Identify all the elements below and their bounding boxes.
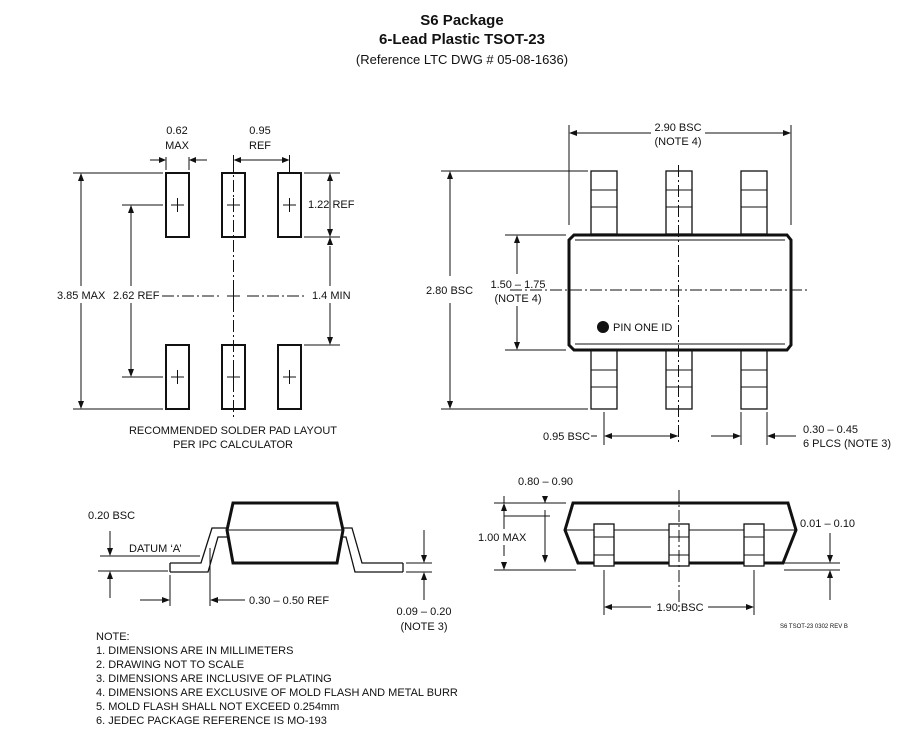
end-view: 0.80 – 0.90 1.00 MAX 0.01 – 0.10 1.90 BS…: [476, 476, 855, 630]
pad-layout-caption-line1: RECOMMENDED SOLDER PAD LAYOUT: [129, 425, 337, 437]
inner-span-label: 2.62 REF: [113, 290, 160, 302]
total-width-label: 2.80 BSC: [426, 285, 473, 297]
package-body-top: [567, 233, 793, 352]
pad-width-qualifier: MAX: [165, 140, 190, 152]
pad-length-label: 1.22 REF: [308, 199, 355, 211]
datum-offset-label: 0.20 BSC: [88, 510, 135, 522]
body-width-value: 1.50 – 1.75: [490, 279, 545, 291]
pin-one-label: PIN ONE ID: [613, 322, 672, 334]
lead-pitch-label: 0.95 BSC: [543, 431, 590, 443]
pad-layout-caption-line2: PER IPC CALCULATOR: [173, 439, 293, 451]
datum-label: DATUM ‘A’: [129, 543, 182, 555]
body-height-label: 0.80 – 0.90: [518, 476, 573, 488]
note-item: 1. DIMENSIONS ARE IN MILLIMETERS: [96, 645, 293, 657]
note-item: 5. MOLD FLASH SHALL NOT EXCEED 0.254mm: [96, 701, 339, 713]
lead-width-value: 0.30 – 0.45: [803, 424, 858, 436]
note-item: 4. DIMENSIONS ARE EXCLUSIVE OF MOLD FLAS…: [96, 687, 458, 699]
notes-heading: NOTE:: [96, 631, 130, 643]
pad-pitch-value: 0.95: [249, 125, 270, 137]
pad-gap-label: 1.4 MIN: [312, 290, 351, 302]
note-item: 3. DIMENSIONS ARE INCLUSIVE OF PLATING: [96, 673, 332, 685]
solder-pad-layout: 0.62 MAX 0.95 REF 1.22 REF 1.4 MIN 3.85 …: [56, 125, 355, 451]
solder-pads: [165, 160, 302, 420]
body-width-note: (NOTE 4): [494, 293, 541, 305]
note-item: 2. DRAWING NOT TO SCALE: [96, 659, 244, 671]
package-title: S6 Package: [420, 12, 503, 29]
overall-length-label: 3.85 MAX: [57, 290, 106, 302]
pad-pitch-qualifier: REF: [249, 140, 271, 152]
package-length-note: (NOTE 4): [654, 136, 701, 148]
max-height-label: 1.00 MAX: [478, 532, 527, 544]
package-length-value: 2.90 BSC: [654, 122, 701, 134]
lead-thickness-note: (NOTE 3): [400, 621, 447, 633]
foot-length-label: 0.30 – 0.50 REF: [249, 595, 329, 607]
drawing-id: S6 TSOT-23 0302 REV B: [780, 624, 848, 630]
drawing-reference: (Reference LTC DWG # 05-08-1636): [356, 52, 568, 67]
side-view: DATUM ‘A’ 0.20 BSC 0.30 – 0.50 REF 0.09 …: [88, 501, 452, 633]
pad-width-value: 0.62: [166, 125, 187, 137]
top-view: PIN ONE ID 2.90 BSC (NOTE 4) 2.80 BSC 1.…: [426, 122, 891, 450]
pin-one-marker: [597, 321, 609, 333]
lead-thickness-value: 0.09 – 0.20: [396, 606, 451, 618]
notes-block: NOTE: 1. DIMENSIONS ARE IN MILLIMETERS 2…: [96, 631, 458, 727]
note-item: 6. JEDEC PACKAGE REFERENCE IS MO-193: [96, 715, 327, 727]
lead-width-note: 6 PLCS (NOTE 3): [803, 438, 891, 450]
gull-wing-lead: [169, 527, 404, 573]
lead-span-label: 1.90 BSC: [656, 602, 703, 614]
package-subtitle: 6-Lead Plastic TSOT-23: [379, 31, 545, 48]
standoff-label: 0.01 – 0.10: [800, 518, 855, 530]
package-body-side: [225, 501, 345, 565]
